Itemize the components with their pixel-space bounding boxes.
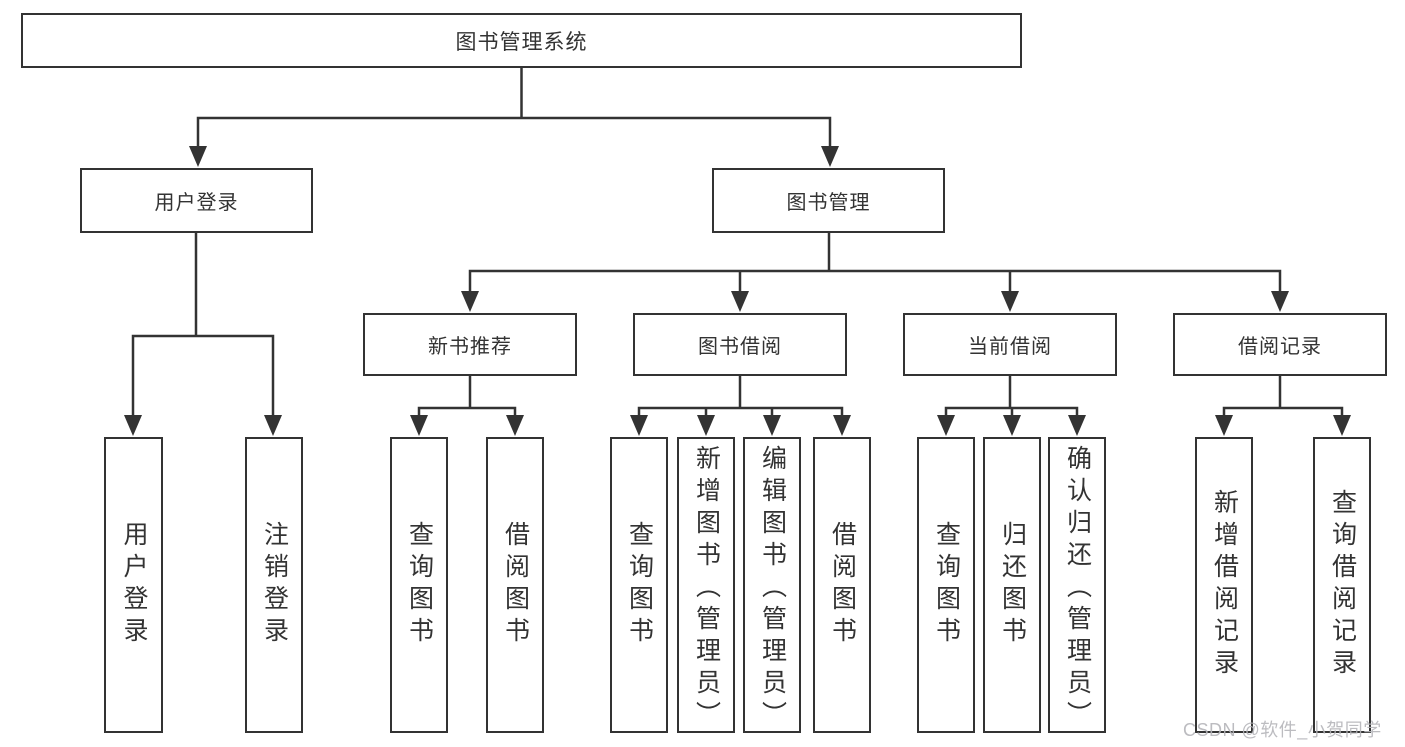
node-leaf-query-books-2: 查询图书 xyxy=(610,437,668,733)
connector-root-to-level2 xyxy=(196,68,832,150)
node-current-borrowing: 当前借阅 xyxy=(903,313,1117,376)
node-user-login-module: 用户登录 xyxy=(80,168,313,233)
connector-borrowing-to-children xyxy=(637,376,844,420)
connector-records-to-children xyxy=(1222,376,1344,420)
node-book-borrowing: 图书借阅 xyxy=(633,313,847,376)
arrowheads-level3 xyxy=(461,291,1289,312)
arrowheads-records-children xyxy=(1215,415,1351,436)
node-label: 新书推荐 xyxy=(428,336,512,358)
node-label: 编辑图书（管理员） xyxy=(758,445,787,733)
connector-bookmgmt-to-sections xyxy=(468,233,1282,295)
arrowheads-userlogin-children xyxy=(124,415,282,436)
node-label: 查询图书 xyxy=(932,521,961,649)
node-borrowing-records: 借阅记录 xyxy=(1173,313,1387,376)
node-leaf-return-book: 归还图书 xyxy=(983,437,1041,733)
node-leaf-confirm-return-admin: 确认归还（管理员） xyxy=(1048,437,1106,733)
node-leaf-user-login: 用户登录 xyxy=(104,437,163,733)
node-leaf-query-books-1: 查询图书 xyxy=(390,437,448,733)
node-label: 查询图书 xyxy=(405,521,434,649)
node-label: 新增借阅记录 xyxy=(1210,489,1239,681)
node-leaf-add-book-admin: 新增图书（管理员） xyxy=(677,437,735,733)
node-label: 借阅图书 xyxy=(501,521,530,649)
node-label: 归还图书 xyxy=(998,521,1027,649)
connector-newbooks-to-children xyxy=(417,376,517,420)
node-label: 新增图书（管理员） xyxy=(692,445,721,733)
node-leaf-query-books-3: 查询图书 xyxy=(917,437,975,733)
node-label: 注销登录 xyxy=(260,521,289,649)
arrowheads-newbooks-children xyxy=(410,415,524,436)
connector-userlogin-to-children xyxy=(131,233,275,420)
node-label: 借阅记录 xyxy=(1238,336,1322,358)
arrowheads-current-children xyxy=(937,415,1086,436)
node-book-management-module: 图书管理 xyxy=(712,168,945,233)
node-label: 图书管理 xyxy=(786,192,871,214)
node-leaf-query-borrow-record: 查询借阅记录 xyxy=(1313,437,1371,733)
csdn-watermark: CSDN @软件_小贺同学 xyxy=(1183,720,1382,740)
node-leaf-add-borrow-record: 新增借阅记录 xyxy=(1195,437,1253,733)
node-label: 当前借阅 xyxy=(968,336,1052,358)
connector-current-to-children xyxy=(944,376,1079,420)
node-label: 图书管理系统 xyxy=(455,30,588,54)
arrowheads-borrowing-children xyxy=(630,415,851,436)
node-leaf-borrow-books-2: 借阅图书 xyxy=(813,437,871,733)
node-label: 查询图书 xyxy=(625,521,654,649)
node-label: 用户登录 xyxy=(154,192,239,214)
node-leaf-logout: 注销登录 xyxy=(245,437,303,733)
node-label: 借阅图书 xyxy=(828,521,857,649)
node-label: 查询借阅记录 xyxy=(1328,489,1357,681)
node-library-management-system: 图书管理系统 xyxy=(21,13,1022,68)
node-label: 用户登录 xyxy=(120,521,148,649)
node-leaf-edit-book-admin: 编辑图书（管理员） xyxy=(743,437,801,733)
arrowheads-level2 xyxy=(189,146,839,167)
node-leaf-borrow-books-1: 借阅图书 xyxy=(486,437,544,733)
node-label: 图书借阅 xyxy=(698,336,782,358)
node-label: 确认归还（管理员） xyxy=(1063,445,1092,733)
node-new-book-recommend: 新书推荐 xyxy=(363,313,577,376)
